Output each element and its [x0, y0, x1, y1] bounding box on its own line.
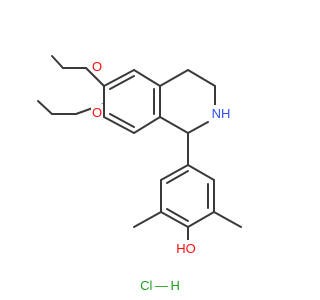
bonds — [37, 55, 242, 243]
chemical-structure: O O NH HO Cl — H — [37, 55, 242, 293]
atom-nitrogen-nh: NH — [212, 106, 231, 121]
salt-hcl: Cl — H — [140, 278, 180, 293]
atom-hydroxyl-ho: HO — [176, 241, 196, 256]
atom-oxygen-lower: O — [92, 105, 102, 120]
atom-labels: O O NH HO Cl — H — [91, 58, 235, 293]
atom-oxygen-upper: O — [92, 59, 102, 74]
